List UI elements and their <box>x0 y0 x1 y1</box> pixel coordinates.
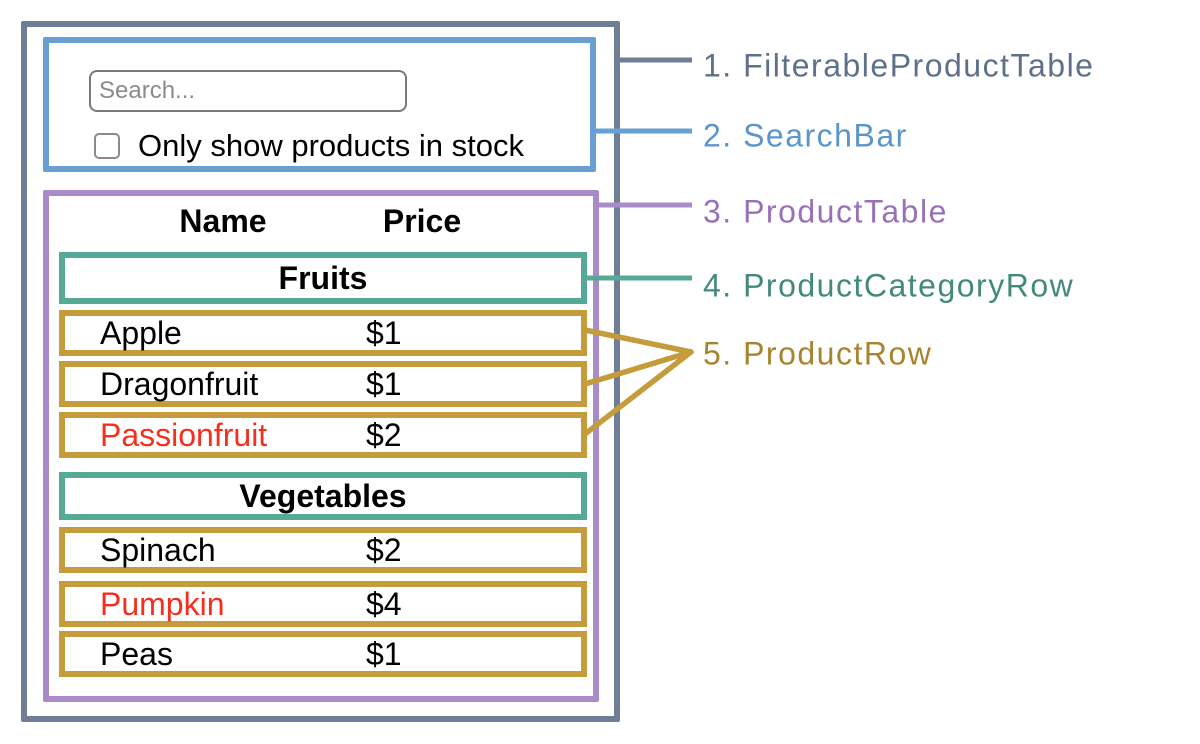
product-name: Peas <box>100 635 173 672</box>
product-row: Pumpkin $4 <box>59 581 587 627</box>
product-row: Passionfruit $2 <box>59 412 587 458</box>
product-name: Pumpkin <box>100 585 225 622</box>
legend-product-row: 5. ProductRow <box>703 335 933 372</box>
name-column-header: Name <box>179 203 267 239</box>
product-name: Dragonfruit <box>100 365 259 402</box>
product-price: $2 <box>366 531 402 568</box>
product-row: Peas $1 <box>59 631 587 677</box>
product-row: Spinach $2 <box>59 527 587 573</box>
product-row: Dragonfruit $1 <box>59 361 587 407</box>
price-column-header: Price <box>382 203 462 239</box>
legend-search-bar: 2. SearchBar <box>703 117 908 154</box>
product-name: Spinach <box>100 531 216 568</box>
legend-product-category-row: 4. ProductCategoryRow <box>703 267 1075 304</box>
product-price: $1 <box>366 635 402 672</box>
product-category-row-vegetables: Vegetables <box>59 472 587 520</box>
product-price: $4 <box>366 585 402 622</box>
product-name: Apple <box>100 314 182 351</box>
product-row: Apple $1 <box>59 310 587 356</box>
search-input[interactable] <box>89 70 407 112</box>
product-name: Passionfruit <box>100 416 268 453</box>
in-stock-filter-row: Only show products in stock <box>94 128 524 163</box>
in-stock-checkbox-label: Only show products in stock <box>138 128 524 163</box>
product-category-row-fruits: Fruits <box>59 252 587 304</box>
product-price: $1 <box>366 365 402 402</box>
product-price: $2 <box>366 416 402 453</box>
in-stock-checkbox[interactable] <box>94 133 120 159</box>
legend-filterable-product-table: 1. FilterableProductTable <box>703 47 1095 84</box>
product-price: $1 <box>366 314 402 351</box>
legend-product-table: 3. ProductTable <box>703 193 948 230</box>
